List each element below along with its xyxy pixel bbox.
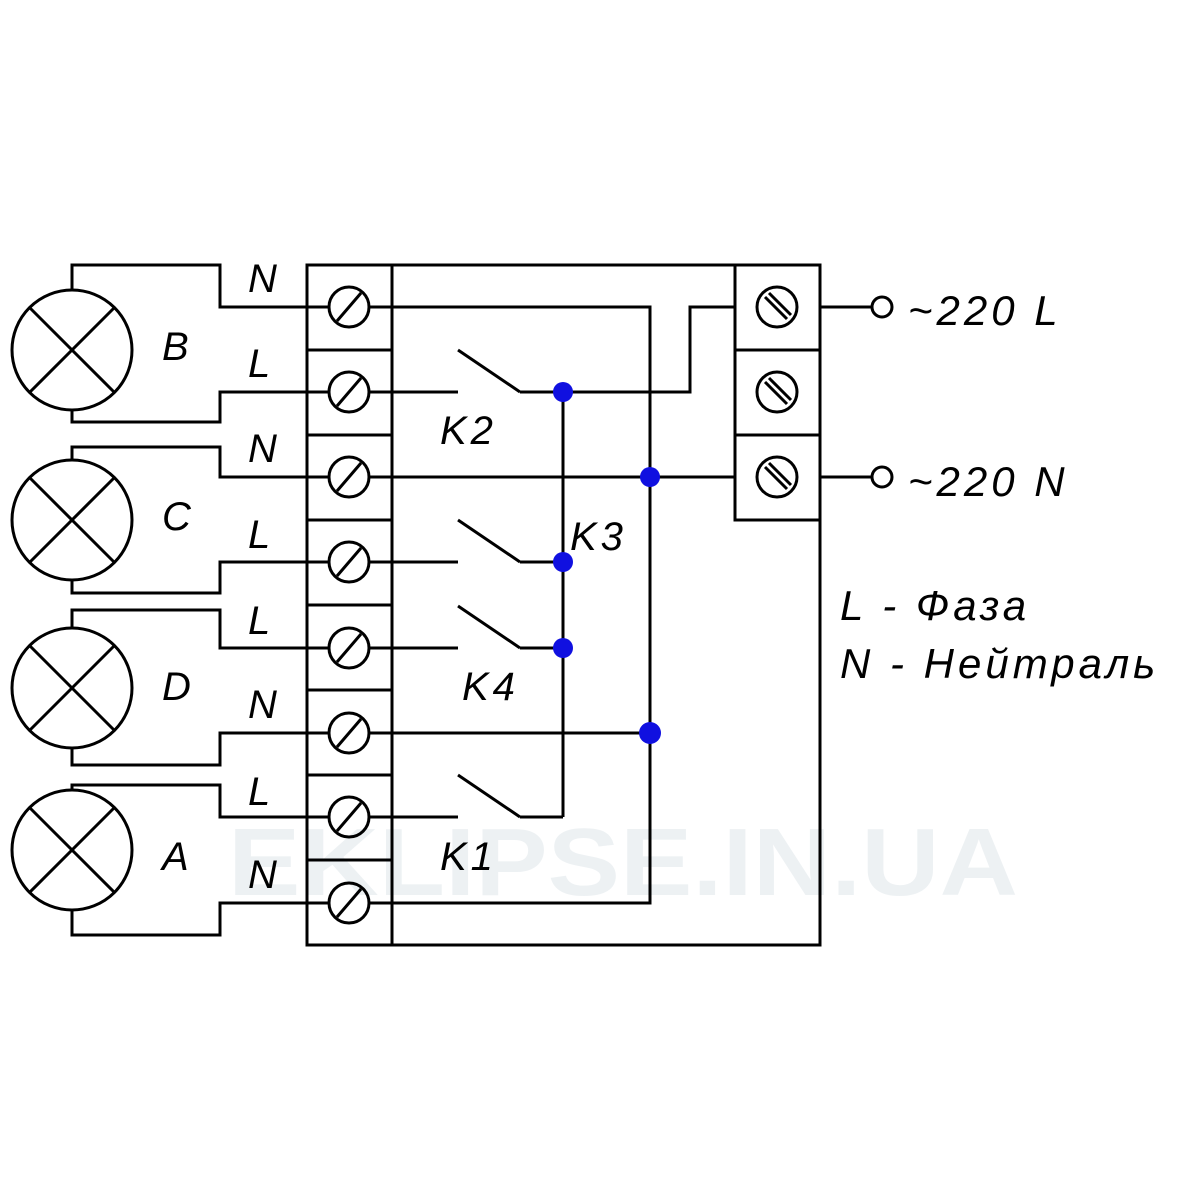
lamp-c — [10, 458, 134, 582]
terminal-label-4: L — [248, 513, 270, 557]
watermark: EKLIPSE.IN.UA — [228, 809, 1018, 916]
legend-line-2: N - Нейтраль — [840, 640, 1159, 687]
supply-line-label: ~220 L — [908, 287, 1062, 334]
terminal-label-6: N — [248, 683, 277, 727]
relay-label-k4: K4 — [462, 665, 519, 709]
supply-terminal-block — [733, 263, 822, 522]
lamp-wires — [70, 263, 330, 937]
lamp-label-d: D — [162, 665, 191, 709]
supply-neutral-label: ~220 N — [908, 458, 1069, 505]
supply-leads — [820, 295, 894, 489]
terminal-label-5: L — [248, 599, 270, 643]
relay-label-k3: K3 — [570, 515, 627, 559]
terminal-label-8: N — [248, 853, 277, 897]
lamp-a — [10, 788, 134, 912]
internal-wiring — [369, 305, 735, 905]
lamp-label-c: C — [162, 495, 192, 539]
junction-nodes — [553, 382, 661, 744]
relay-label-k2: K2 — [440, 409, 497, 453]
lamp-d — [10, 626, 134, 750]
lamp-label-b: B — [162, 325, 189, 369]
terminal-label-2: L — [248, 342, 270, 386]
lamp-b — [10, 288, 134, 412]
relay-label-k1: K1 — [440, 835, 497, 879]
relay-module — [305, 263, 822, 947]
lamp-label-a: A — [160, 835, 189, 879]
terminal-label-3: N — [248, 427, 277, 471]
terminal-label-7: L — [248, 770, 270, 814]
legend-line-1: L - Фаза — [840, 582, 1030, 629]
terminal-label-1: N — [248, 257, 277, 301]
